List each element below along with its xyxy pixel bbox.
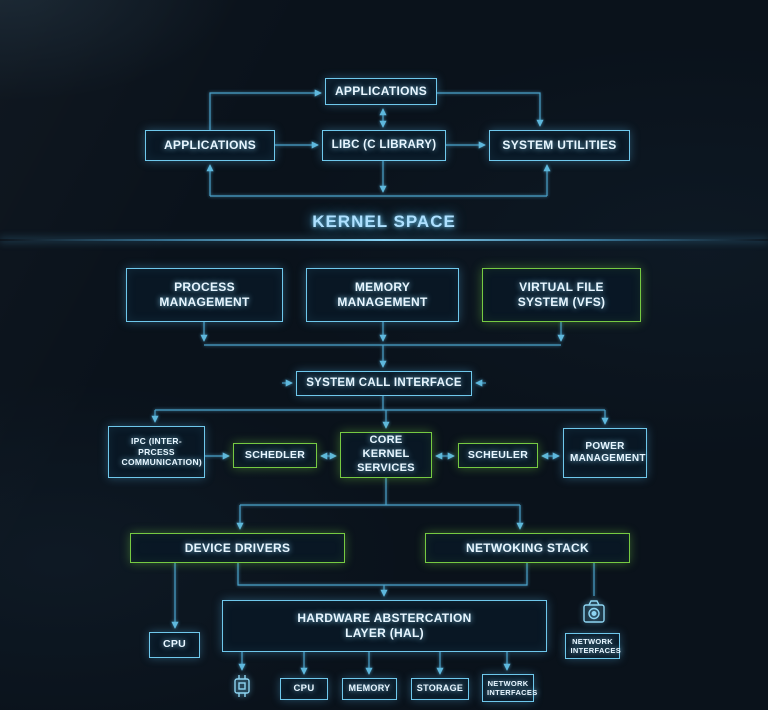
node-system-utilities: SYSTEM UTILITIES	[489, 130, 630, 161]
node-cpu-bottom: CPU	[280, 678, 328, 700]
node-applications-left: APPLICATIONS	[145, 130, 275, 161]
node-cpu-left: CPU	[149, 632, 200, 658]
kernel-space-label: KERNEL SPACE	[312, 212, 456, 231]
node-networking-stack: NETWOKING STACK	[425, 533, 630, 563]
chip-icon	[229, 672, 255, 700]
node-ipc: IPC (INTER-PRCESS COMMUNICATION)	[108, 426, 205, 478]
node-device-drivers: DEVICE DRIVERS	[130, 533, 345, 563]
node-system-call-interface: SYSTEM CALL INTERFACE	[296, 371, 472, 396]
camera-icon	[580, 597, 608, 627]
node-scheduler-right: SCHEULER	[458, 443, 538, 468]
node-memory-management: MEMORY MANAGEMENT	[306, 268, 459, 322]
node-network-interfaces-right: NETWORK INTERFACES	[565, 633, 621, 659]
node-scheduler-left: SCHEDLER	[233, 443, 317, 468]
node-power-management: POWER MANAGEMENT	[563, 428, 647, 478]
node-virtual-file-system: VIRTUAL FILE SYSTEM (VFS)	[482, 268, 641, 322]
node-storage-bottom: STORAGE	[411, 678, 469, 700]
node-applications-top: APPLICATIONS	[325, 78, 437, 105]
node-core-kernel-services: CORE KERNEL SERVICES	[340, 432, 432, 478]
node-network-interfaces-bottom: NETWORK INTERFACES	[482, 674, 537, 702]
node-libc: LIBC (C LIBRARY)	[322, 130, 446, 161]
node-process-management: PROCESS MANAGEMENT	[126, 268, 283, 322]
kernel-space-divider	[0, 239, 768, 241]
node-memory-bottom: MEMORY	[342, 678, 397, 700]
node-hal: HARDWARE ABSTERCATION LAYER (HAL)	[222, 600, 547, 652]
